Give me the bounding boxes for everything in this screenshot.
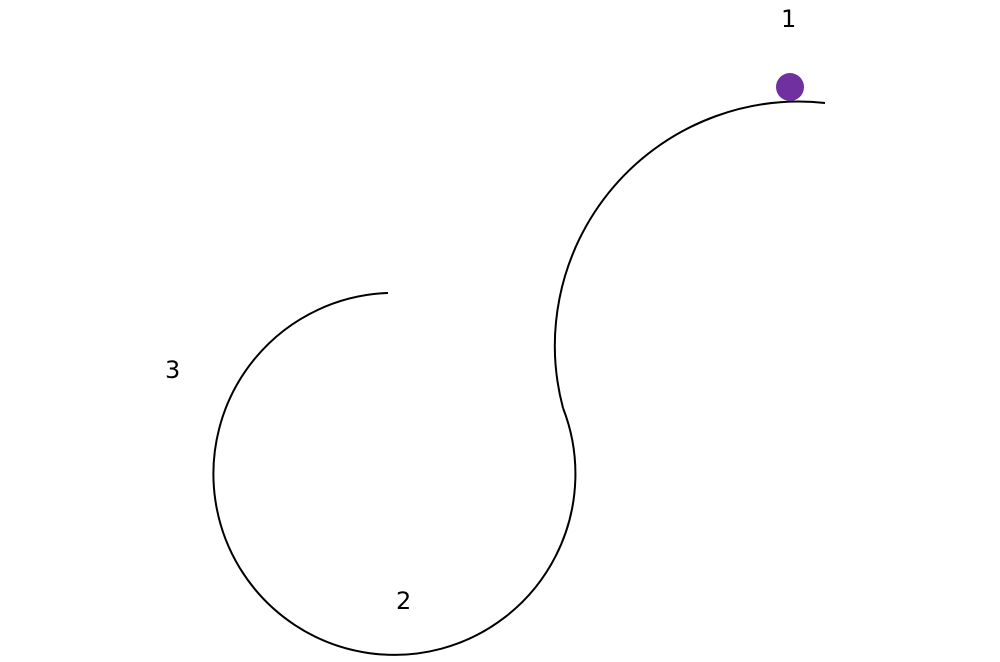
track-lower-loop (212, 292, 577, 656)
label-point-1: 1 (781, 5, 796, 33)
label-point-3: 3 (165, 356, 180, 384)
track-upper-arc (553, 100, 826, 409)
label-point-2: 2 (396, 587, 411, 615)
ball (776, 73, 804, 101)
